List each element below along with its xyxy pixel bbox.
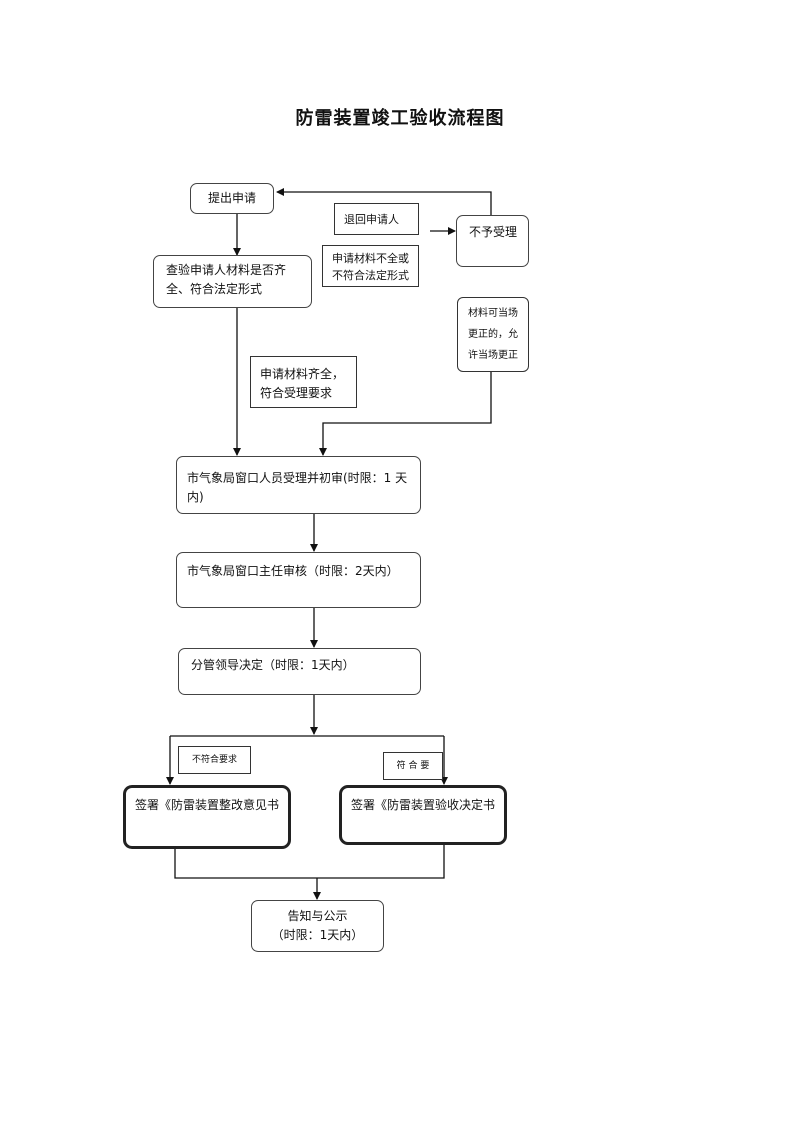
arrow-reject-to-submit bbox=[276, 188, 492, 215]
notify-publicize-line2: （时限：1天内） bbox=[271, 928, 364, 942]
window-review-box: 市气象局窗口人员受理并初审(时限：1 天 内) bbox=[176, 456, 421, 514]
materials-incomplete-line1: 申请材料不全或 bbox=[332, 252, 409, 265]
window-review-line1: 市气象局窗口人员受理并初审(时限：1 天 bbox=[187, 471, 408, 485]
check-materials-box: 查验申请人材料是否齐 全、符合法定形式 bbox=[153, 255, 312, 308]
check-materials-line1: 查验申请人材料是否齐 bbox=[166, 263, 287, 277]
materials-incomplete-note: 申请材料不全或 不符合法定形式 bbox=[322, 245, 419, 287]
check-materials-line2: 全、符合法定形式 bbox=[166, 282, 263, 296]
meet-requirements-label: 符 合 要 bbox=[396, 760, 430, 771]
materials-incomplete-line2: 不符合法定形式 bbox=[332, 269, 409, 282]
leader-decision-box: 分管领导决定（时限：1天内） bbox=[178, 648, 421, 695]
on-site-correction-line1: 材料可当场 bbox=[468, 308, 518, 319]
line-rectify-to-merge bbox=[174, 849, 317, 879]
meet-requirements-note: 符 合 要 bbox=[383, 752, 443, 780]
not-meet-requirements-label: 不符合要求 bbox=[191, 754, 237, 765]
window-review-line2: 内) bbox=[187, 490, 204, 504]
page-title: 防雷装置竣工验收流程图 bbox=[295, 108, 505, 129]
acceptance-decision-label: 签署《防雷装置验收决定书 bbox=[351, 798, 496, 812]
director-review-label: 市气象局窗口主任审核（时限：2天内） bbox=[187, 564, 399, 578]
on-site-correction-note: 材料可当场 更正的，允 许当场更正 bbox=[457, 297, 529, 372]
acceptance-decision-box: 签署《防雷装置验收决定书 bbox=[339, 785, 507, 845]
arrow-correction-to-window bbox=[319, 372, 492, 456]
rectification-opinion-box: 签署《防雷装置整改意见书 bbox=[123, 785, 291, 849]
reject-label: 不予受理 bbox=[469, 225, 518, 239]
submit-application-box: 提出申请 bbox=[190, 183, 274, 214]
return-applicant-label: 退回申请人 bbox=[344, 213, 399, 226]
not-meet-requirements-note: 不符合要求 bbox=[178, 746, 251, 774]
director-review-box: 市气象局窗口主任审核（时限：2天内） bbox=[176, 552, 421, 608]
submit-application-label: 提出申请 bbox=[207, 191, 256, 205]
materials-complete-note: 申请材料齐全， 符合受理要求 bbox=[250, 356, 357, 408]
on-site-correction-line3: 许当场更正 bbox=[468, 350, 518, 361]
line-accept-to-merge bbox=[317, 845, 445, 879]
notify-publicize-line1: 告知与公示 bbox=[287, 909, 348, 923]
on-site-correction-line2: 更正的，允 bbox=[468, 329, 518, 340]
return-applicant-note: 退回申请人 bbox=[334, 203, 419, 235]
materials-complete-line1: 申请材料齐全， bbox=[260, 367, 345, 381]
leader-decision-label: 分管领导决定（时限：1天内） bbox=[191, 658, 355, 672]
materials-complete-line2: 符合受理要求 bbox=[260, 386, 333, 400]
reject-box: 不予受理 bbox=[456, 215, 529, 267]
rectification-opinion-label: 签署《防雷装置整改意见书 bbox=[135, 798, 280, 812]
notify-publicize-box: 告知与公示 （时限：1天内） bbox=[251, 900, 384, 952]
